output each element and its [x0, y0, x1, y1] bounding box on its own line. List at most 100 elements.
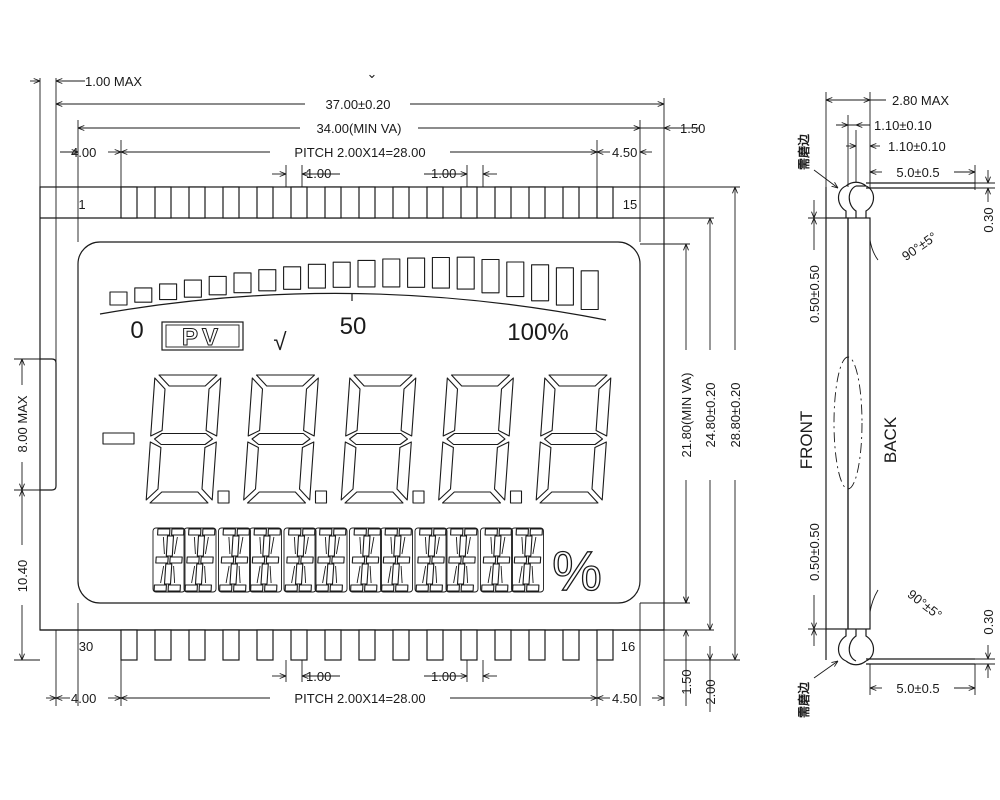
seven-segment-digits	[145, 374, 612, 504]
pin-bottom-back	[865, 629, 875, 662]
dim-pin-width-bottom-1: 1.00	[306, 669, 331, 684]
alphanumeric-characters	[152, 527, 544, 593]
digit-1-segment-d	[149, 491, 209, 504]
sqrt-symbol: √	[273, 329, 287, 356]
alpha-char-7	[349, 527, 382, 593]
pin-top-8	[358, 186, 376, 219]
digit-4-segment-e	[438, 441, 454, 501]
pin-bottom-22	[392, 629, 410, 661]
pin-label-15: 15	[623, 197, 637, 212]
viewing-window	[833, 356, 863, 490]
pin-top-front	[837, 185, 847, 218]
dim-1-00-max: 1.00 MAX	[85, 74, 142, 89]
digit-3	[340, 374, 425, 504]
decimal-point-2	[314, 490, 328, 504]
side-gap-top: 0.30	[981, 207, 996, 232]
digit-1-segment-f	[150, 377, 166, 437]
pin-bottom-30	[120, 629, 138, 661]
pin-top-4	[222, 186, 240, 219]
front-view: 1 15 30 16 0 50 100% PV √ %	[14, 74, 743, 712]
side-pin-2: 1.10±0.10	[888, 139, 946, 154]
digit-3-segment-c	[396, 441, 412, 501]
scale-label-100: 100%	[507, 319, 568, 346]
dim-min-va-width: 34.00(MIN VA)	[316, 121, 401, 136]
side-pin-1: 1.10±0.10	[874, 118, 932, 133]
digit-3-segment-b	[400, 377, 417, 437]
dim-height-min-va: 21.80(MIN VA)	[679, 372, 694, 457]
bar-segment-20	[580, 270, 599, 311]
digit-1-segment-g	[153, 432, 214, 446]
bar-segment-9	[307, 263, 326, 289]
dim-bottom-1-50: 1.50	[679, 669, 694, 694]
pin-top-1	[120, 186, 138, 219]
bargraph-segments	[109, 256, 599, 311]
pin-top-11	[460, 186, 478, 219]
decimal-point-1	[217, 490, 230, 504]
pin-bottom-24	[324, 629, 342, 661]
alpha-char-5	[283, 527, 317, 593]
pv-indicator-box	[161, 321, 244, 351]
pin-bottom-17	[562, 629, 580, 661]
pin-top-5	[256, 186, 274, 219]
decimal-point-4	[509, 490, 523, 504]
angle-top: 90°±5°	[899, 229, 940, 264]
bar-segment-2	[134, 287, 153, 303]
pin-top-2	[154, 186, 172, 219]
glass-step	[40, 358, 57, 491]
pin-bottom-18	[528, 629, 546, 661]
dim-pin-width-top-1: 1.00	[306, 166, 331, 181]
digit-2-segment-g	[251, 432, 311, 446]
pin-bottom-28	[188, 629, 206, 661]
pins-top-row	[120, 186, 614, 219]
pins-bottom-row	[120, 629, 614, 661]
bar-segment-10	[332, 261, 351, 288]
digit-3-segment-f	[345, 377, 361, 437]
top-marker: ⌄	[367, 66, 378, 81]
bar-segment-11	[357, 259, 376, 288]
pin-bottom-23	[358, 629, 376, 661]
note-edge-grinding-bottom: 需磨边	[796, 681, 811, 718]
digit-5-segment-f	[540, 377, 556, 437]
dim-height-total: 28.80±0.20	[728, 383, 743, 448]
pin-top-13	[528, 186, 546, 219]
digit-4-segment-a	[450, 374, 511, 387]
front-label: FRONT	[797, 411, 816, 470]
pin-bottom-20	[460, 629, 478, 661]
pin-top-15	[596, 186, 614, 219]
digit-1	[145, 374, 230, 504]
dim-left-8-max: 8.00 MAX	[15, 395, 30, 452]
digit-5-segment-c	[591, 441, 607, 501]
alpha-char-4	[249, 527, 282, 593]
pin-bottom-29	[154, 629, 172, 661]
back-label: BACK	[881, 416, 900, 463]
digit-4-segment-g	[446, 432, 506, 446]
bar-segment-17	[506, 261, 525, 298]
side-gap-bottom: 0.30	[981, 609, 996, 634]
digit-3-segment-g	[348, 432, 409, 446]
digit-5-segment-g	[543, 432, 604, 446]
digit-5-segment-e	[535, 441, 552, 501]
alpha-char-1	[152, 527, 186, 593]
pin-bottom-19	[494, 629, 512, 661]
digit-2-segment-a	[255, 374, 316, 387]
pin-bottom-16	[596, 629, 614, 661]
digit-1-segment-c	[201, 441, 217, 501]
pin-bottom-25	[290, 629, 308, 661]
pin-top-12	[494, 186, 512, 219]
digit-2-segment-c	[298, 441, 315, 501]
dim-right-offset-bottom: 4.50	[612, 691, 637, 706]
digit-3-segment-e	[340, 441, 357, 501]
scale-label-50: 50	[340, 313, 367, 340]
pin-top-back	[865, 185, 875, 218]
bar-segment-19	[555, 267, 574, 306]
bar-segment-12	[382, 258, 401, 288]
pin-bottom-21	[426, 629, 444, 661]
pin-top-10	[426, 186, 444, 219]
side-offset-top: 0.50±0.50	[807, 265, 822, 323]
bar-segment-6	[233, 272, 252, 294]
side-view: 90°±5° 90°±5° FRONT BACK 2.80 MAX 1.10±0…	[796, 92, 996, 718]
bar-segment-4	[183, 279, 202, 298]
side-thickness: 2.80 MAX	[892, 93, 949, 108]
digit-2	[243, 374, 328, 504]
dim-bottom-2-00: 2.00	[703, 679, 718, 704]
